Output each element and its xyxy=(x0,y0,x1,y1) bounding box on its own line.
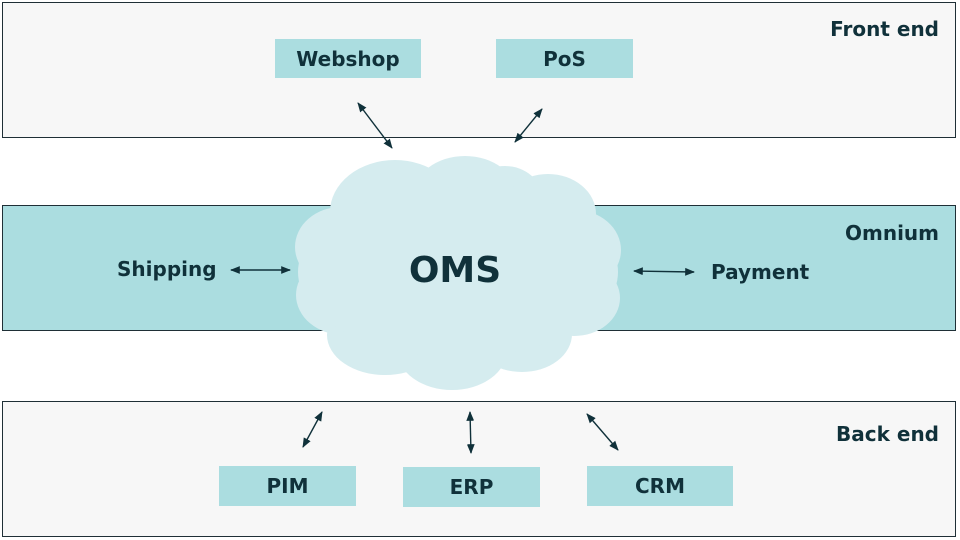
omnium-label: Omnium xyxy=(844,221,939,245)
pos-node: PoS xyxy=(496,39,633,78)
oms-label: OMS xyxy=(408,250,502,291)
crm-node: CRM xyxy=(587,466,733,506)
shipping-label: Shipping xyxy=(117,257,217,281)
back-end-label: Back end xyxy=(836,422,939,446)
webshop-node: Webshop xyxy=(275,39,421,78)
erp-node: ERP xyxy=(403,467,540,507)
pim-node: PIM xyxy=(219,466,356,506)
front-end-layer: Front end xyxy=(2,2,956,138)
payment-label: Payment xyxy=(711,260,810,284)
cloud-shape xyxy=(295,156,621,390)
front-end-label: Front end xyxy=(830,17,939,41)
